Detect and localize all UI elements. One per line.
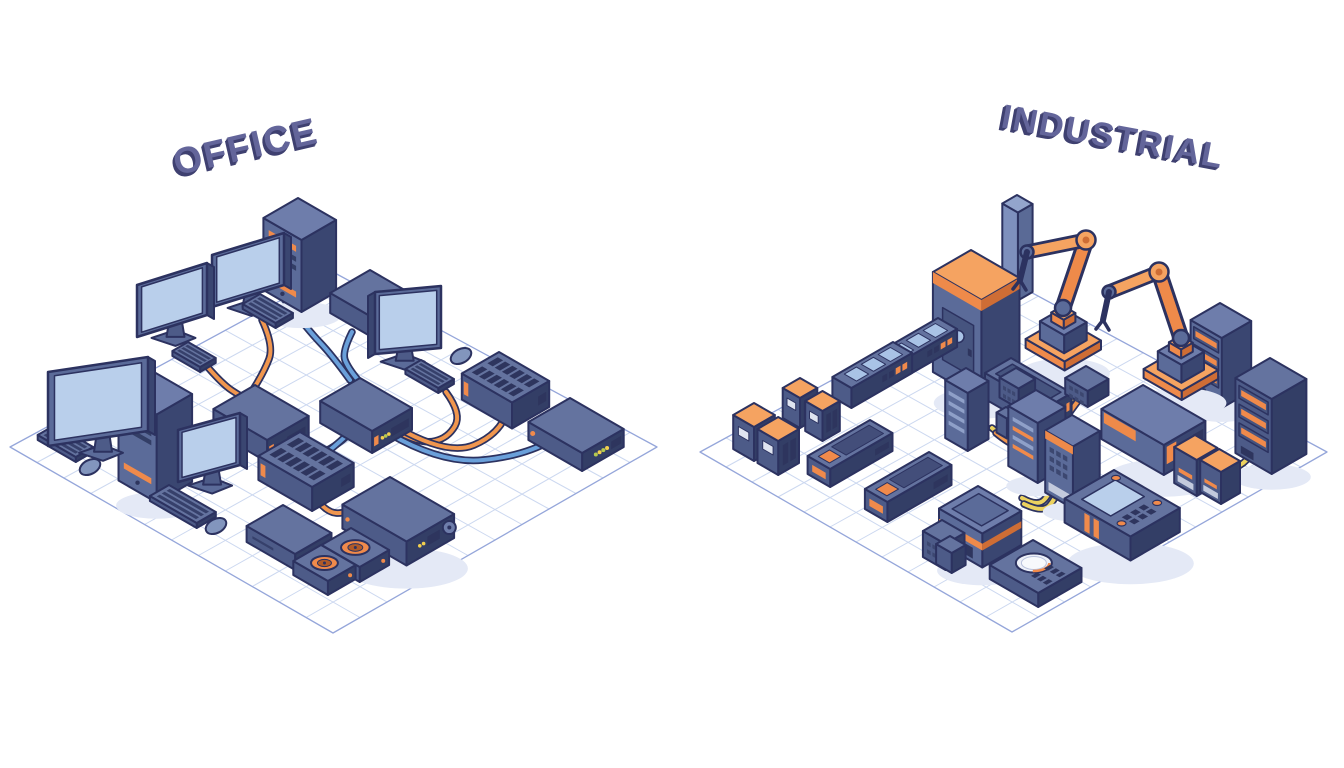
cable-blue-modem xyxy=(386,430,556,465)
plc-cluster-2 xyxy=(732,402,800,476)
modem-router xyxy=(527,397,625,472)
keyboard-2 xyxy=(171,341,217,373)
monitor-4 xyxy=(46,355,156,462)
robot-arm-1 xyxy=(1011,229,1110,389)
rotary-table xyxy=(988,539,1083,608)
industrial-network-scene xyxy=(699,194,1328,633)
scanner-unit-2 xyxy=(863,451,953,523)
mouse-2 xyxy=(78,457,102,477)
keyboard-3 xyxy=(404,359,455,394)
industrial-equipment xyxy=(732,194,1311,608)
keyboard-5 xyxy=(148,484,217,529)
monitor-1 xyxy=(135,261,215,347)
cable-blue-server xyxy=(340,328,362,384)
mouse-1 xyxy=(449,346,473,366)
hmi-panel xyxy=(1063,469,1194,585)
printer-units xyxy=(1173,434,1241,505)
mouse-3 xyxy=(204,516,228,536)
office-network-scene xyxy=(9,197,658,634)
rack-long-2 xyxy=(831,341,914,409)
io-module-2 xyxy=(935,535,967,574)
external-drive-2 xyxy=(292,544,357,596)
patch-panel-1 xyxy=(460,351,551,430)
server-rack-2 xyxy=(1232,357,1311,490)
network-switch-main xyxy=(319,377,413,454)
cable-orange-kb1 xyxy=(250,316,275,392)
junction-cube xyxy=(1064,365,1110,408)
keyboard-1 xyxy=(241,293,294,329)
server-tower-1 xyxy=(944,367,990,452)
office-equipment xyxy=(36,197,625,596)
cable-orange-patch1 xyxy=(394,408,511,452)
scanner-unit-1 xyxy=(806,419,894,488)
monitor-5 xyxy=(176,411,248,495)
patch-panel-2 xyxy=(257,431,355,512)
plc-cluster-1 xyxy=(781,377,841,442)
monitor-3 xyxy=(367,284,443,371)
